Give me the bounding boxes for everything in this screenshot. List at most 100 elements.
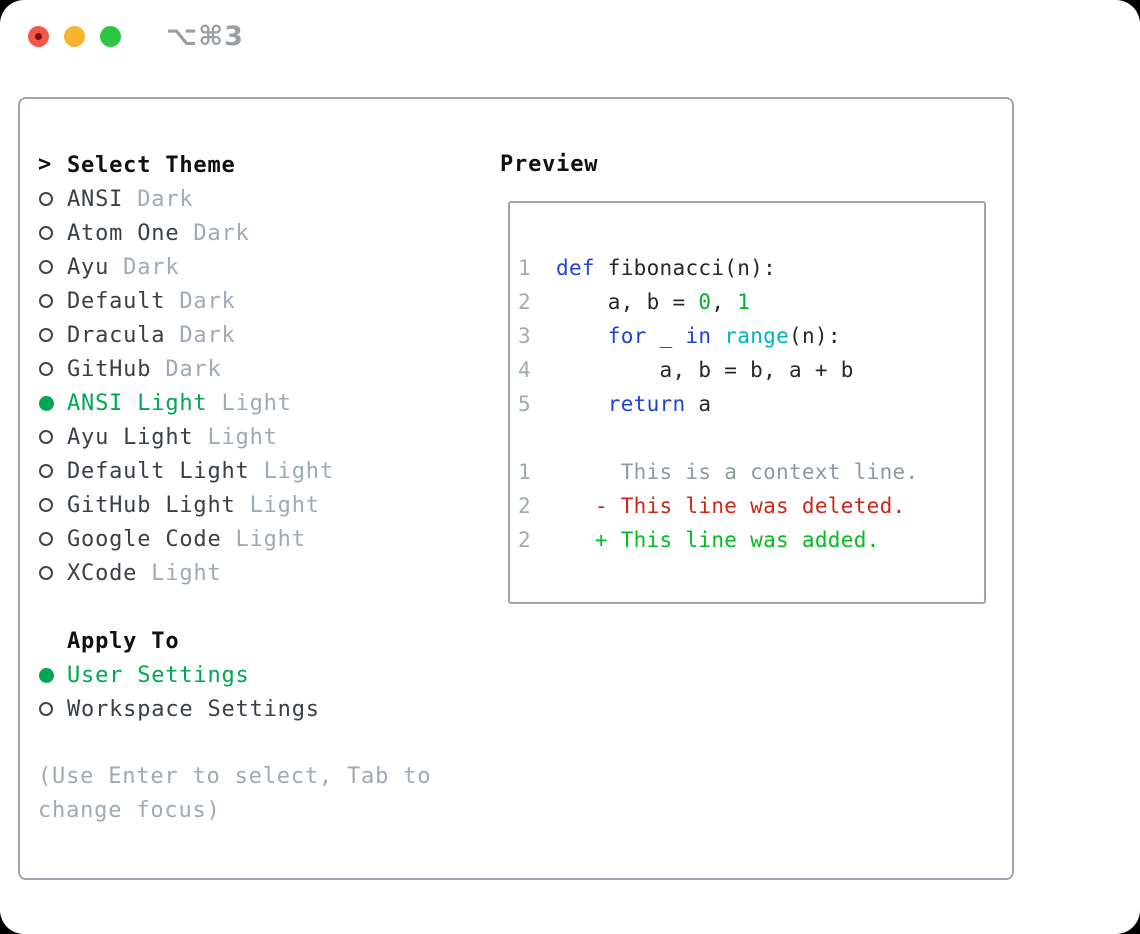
line-number: 5: [518, 392, 531, 416]
code-line: 3 for _ in range(n):: [518, 319, 976, 353]
code-line: 1 This is a context line.: [518, 455, 976, 489]
radio-icon: [39, 430, 53, 444]
option-label: User Settings: [67, 662, 250, 688]
option-label: Ayu: [67, 254, 110, 280]
radio-selected-icon: [39, 396, 54, 411]
spacer: [38, 590, 483, 624]
radio-icon: [39, 192, 53, 206]
line-number: 4: [518, 358, 531, 382]
radio-icon: [39, 226, 53, 240]
radio-icon: [39, 464, 53, 478]
theme-picker-title: Select Theme: [67, 152, 236, 178]
theme-option-ansi[interactable]: ANSI Dark: [38, 182, 483, 216]
code-text: - This line was deleted.: [556, 494, 906, 518]
radio-gutter: [38, 692, 67, 726]
option-label: GitHub: [67, 356, 152, 382]
line-number: 2: [518, 528, 531, 552]
code-text: for _ in range(n):: [607, 324, 841, 348]
apply-to-gutter: [38, 624, 67, 658]
radio-gutter: [38, 284, 67, 318]
code-line: 2 + This line was added.: [518, 523, 976, 557]
option-label: Ayu Light: [67, 424, 194, 450]
theme-variant-tag: Dark: [151, 356, 222, 382]
theme-option-default[interactable]: Default Dark: [38, 284, 483, 318]
theme-picker-title-row: > Select Theme: [38, 148, 483, 182]
theme-option-ansi-light[interactable]: ANSI Light Light: [38, 386, 483, 420]
radio-gutter: [38, 386, 67, 420]
theme-variant-tag: Dark: [123, 186, 194, 212]
theme-variant-tag: Light: [137, 560, 222, 586]
theme-variant-tag: Dark: [165, 322, 236, 348]
theme-option-google-code[interactable]: Google Code Light: [38, 522, 483, 556]
theme-variant-tag: Dark: [165, 288, 236, 314]
theme-variant-tag: Dark: [109, 254, 180, 280]
radio-gutter: [38, 182, 67, 216]
radio-gutter: [38, 250, 67, 284]
theme-option-ayu[interactable]: Ayu Dark: [38, 250, 483, 284]
theme-option-dracula[interactable]: Dracula Dark: [38, 318, 483, 352]
preview-title: Preview: [500, 152, 599, 177]
option-label: XCode: [67, 560, 138, 586]
theme-option-atom-one[interactable]: Atom One Dark: [38, 216, 483, 250]
option-label: Dracula: [67, 322, 166, 348]
titlebar: ⌥⌘3: [0, 0, 1140, 74]
code-text: a, b = b, a + b: [556, 358, 854, 382]
minimize-button[interactable]: [64, 26, 85, 47]
option-label: GitHub Light: [67, 492, 236, 518]
line-number: [518, 421, 556, 455]
close-dot-icon: [35, 33, 42, 40]
radio-gutter: [38, 522, 67, 556]
theme-option-xcode[interactable]: XCode Light: [38, 556, 483, 590]
radio-icon: [39, 328, 53, 342]
code-line: 5 return a: [518, 387, 976, 421]
spacer: [38, 726, 483, 760]
theme-variant-tag: Light: [193, 424, 278, 450]
radio-gutter: [38, 216, 67, 250]
theme-option-default-light[interactable]: Default Light Light: [38, 454, 483, 488]
radio-icon: [39, 260, 53, 274]
option-label: Google Code: [67, 526, 222, 552]
line-number: 2: [518, 290, 531, 314]
code-line: 2 - This line was deleted.: [518, 489, 976, 523]
keyboard-shortcut-label: ⌥⌘3: [166, 21, 244, 52]
code-blank-line: [518, 421, 976, 455]
option-label: ANSI: [67, 186, 124, 212]
radio-icon: [39, 294, 53, 308]
theme-variant-tag: Light: [221, 526, 306, 552]
theme-variant-tag: Light: [235, 492, 320, 518]
theme-option-github-light[interactable]: GitHub Light Light: [38, 488, 483, 522]
radio-icon: [39, 702, 53, 716]
radio-gutter: [38, 318, 67, 352]
focus-caret-icon: >: [38, 152, 53, 177]
line-number: 3: [518, 324, 531, 348]
theme-variant-tag: Dark: [179, 220, 250, 246]
radio-gutter: [38, 454, 67, 488]
apply-to-title: Apply To: [67, 628, 180, 654]
radio-gutter: [38, 488, 67, 522]
code-text: + This line was added.: [556, 528, 880, 552]
code-line: 4 a, b = b, a + b: [518, 353, 976, 387]
radio-icon: [39, 532, 53, 546]
apply-option-user-settings[interactable]: User Settings: [38, 658, 483, 692]
radio-gutter: [38, 658, 67, 692]
code-text: def fibonacci(n):: [556, 256, 777, 280]
close-button[interactable]: [28, 26, 49, 47]
usage-hint: (Use Enter to select, Tab to change focu…: [38, 764, 432, 823]
theme-option-ayu-light[interactable]: Ayu Light Light: [38, 420, 483, 454]
theme-option-github[interactable]: GitHub Dark: [38, 352, 483, 386]
code-text: This is a context line.: [556, 460, 919, 484]
radio-gutter: [38, 352, 67, 386]
option-label: Default Light: [67, 458, 250, 484]
option-label: Workspace Settings: [67, 696, 320, 722]
radio-icon: [39, 566, 53, 580]
code-line: 2 a, b = 0, 1: [518, 285, 976, 319]
focus-gutter: >: [38, 148, 67, 182]
radio-selected-icon: [39, 668, 54, 683]
apply-option-workspace-settings[interactable]: Workspace Settings: [38, 692, 483, 726]
zoom-button[interactable]: [100, 26, 121, 47]
radio-gutter: [38, 420, 67, 454]
